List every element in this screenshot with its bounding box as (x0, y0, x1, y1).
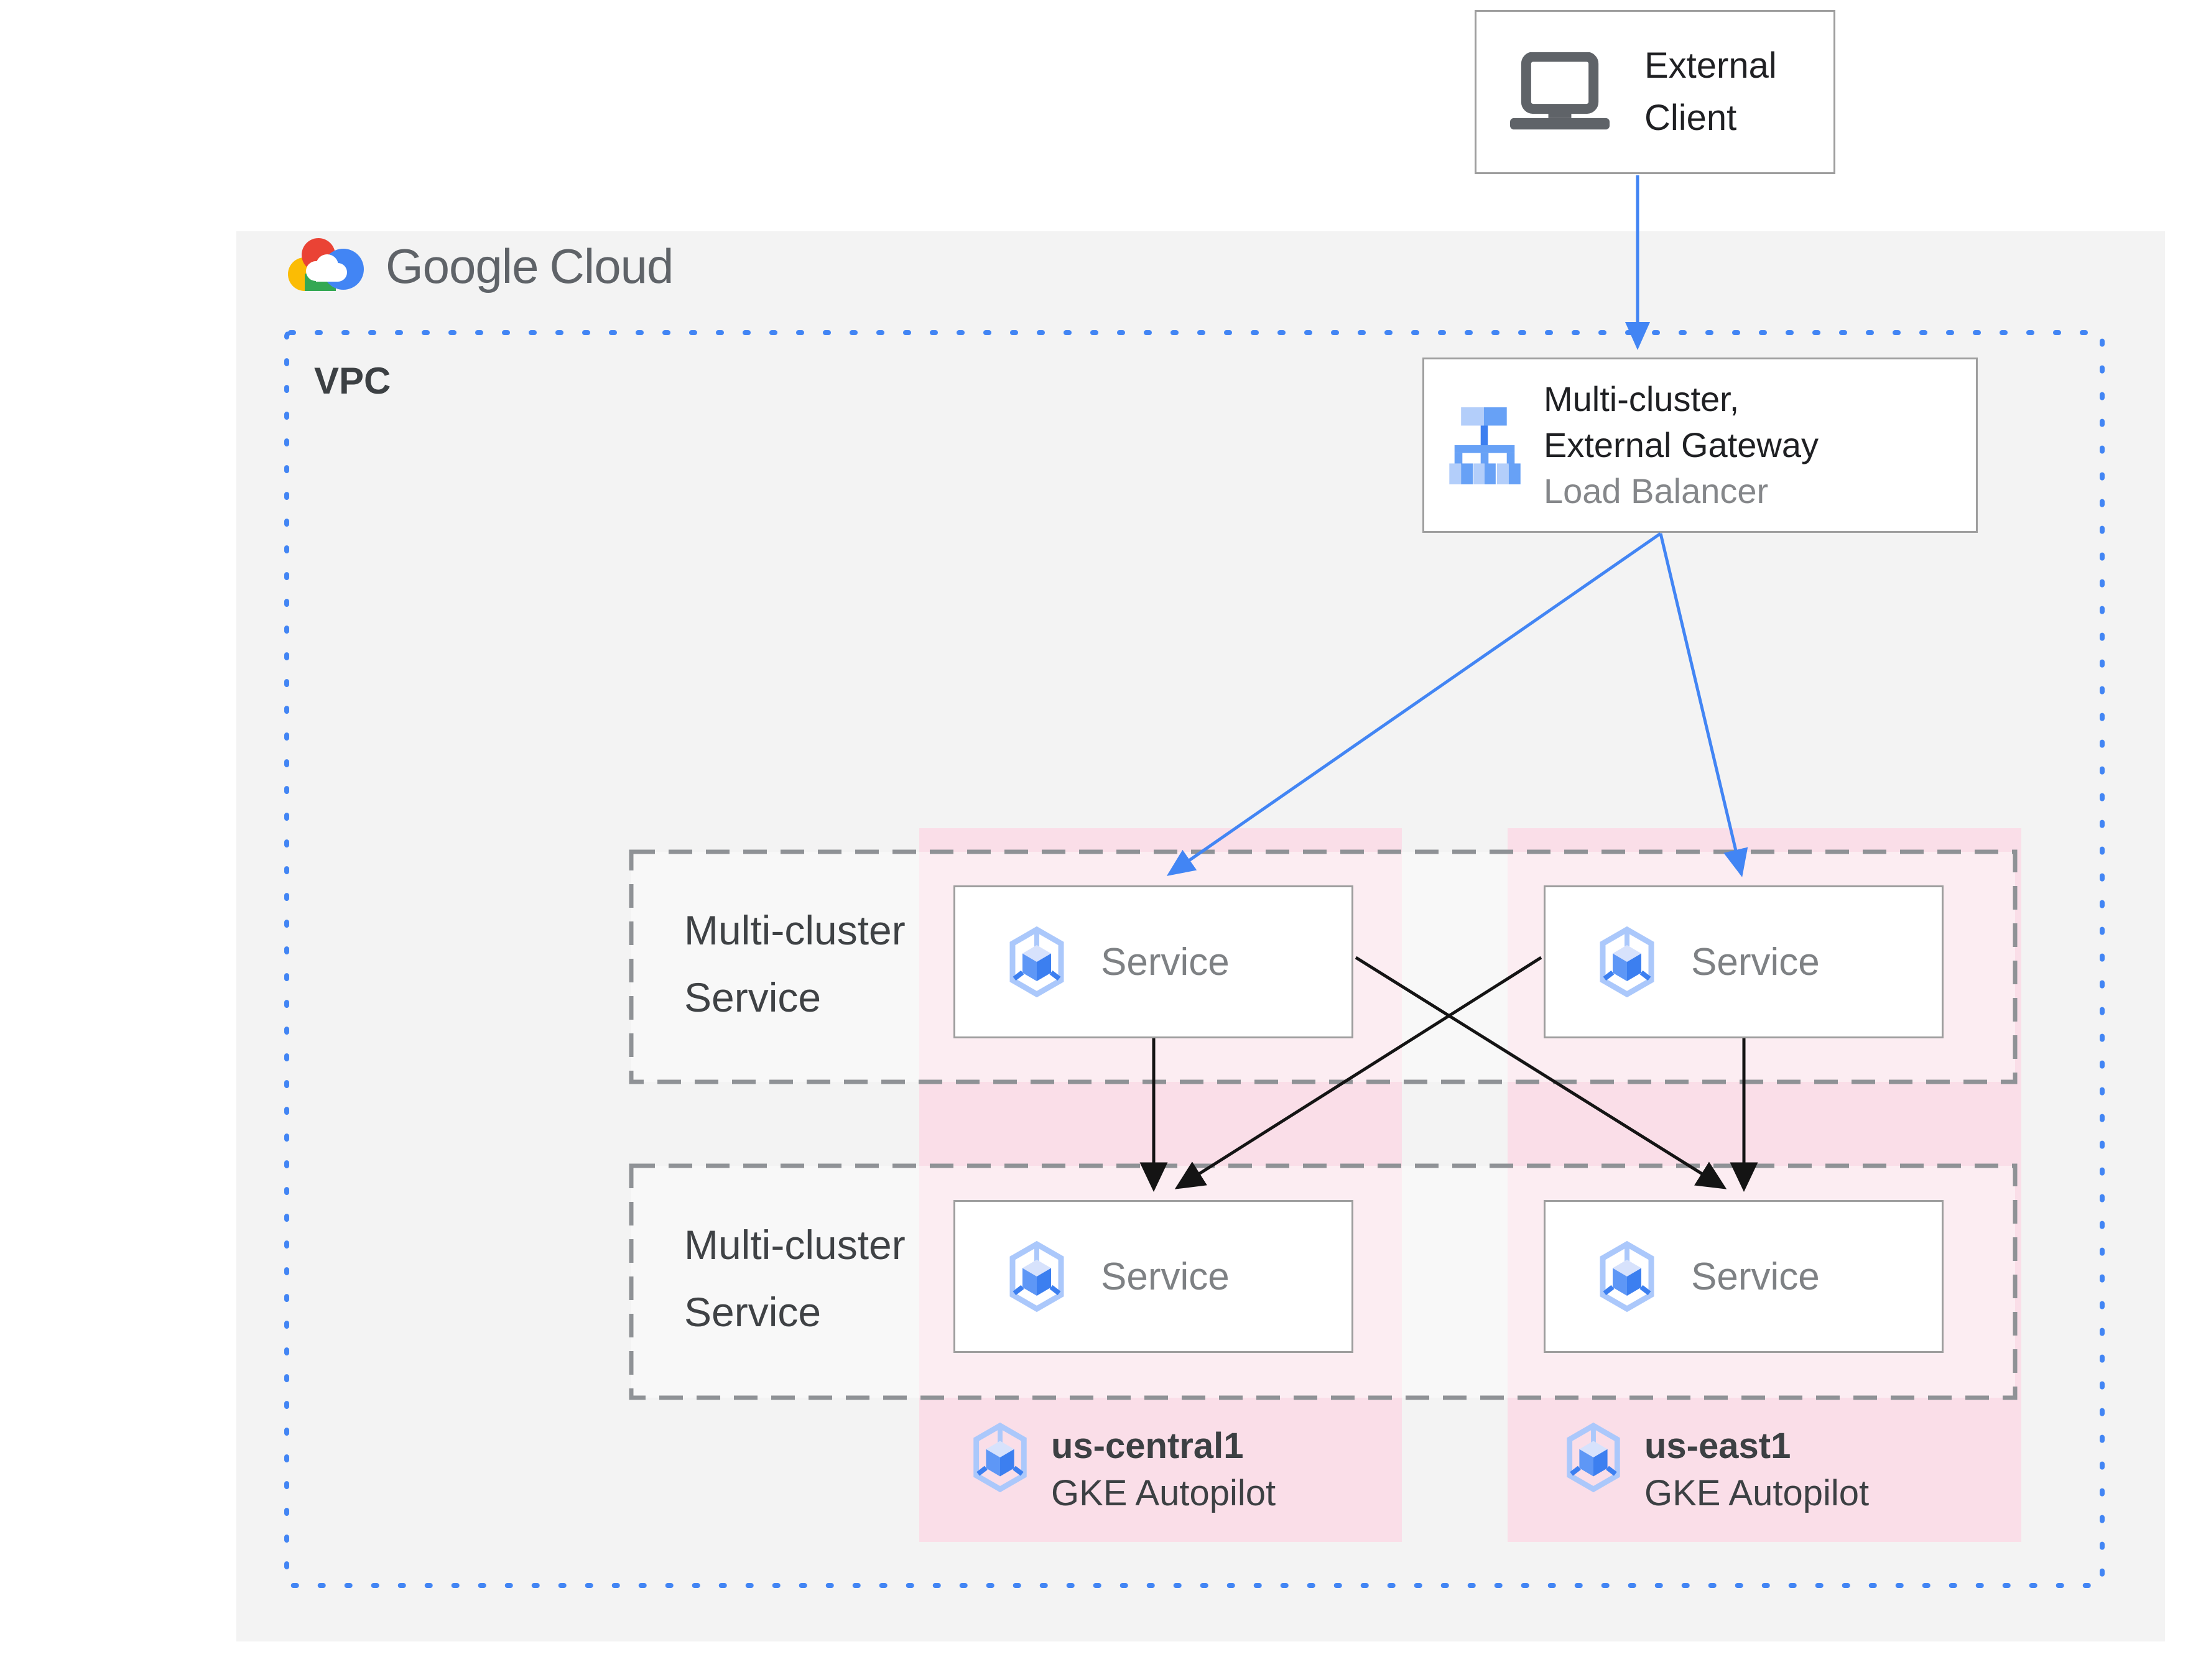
load-balancer-icon (1449, 407, 1521, 484)
gke-service-icon (1600, 926, 1654, 997)
row-1-label-line1: Multi-cluster (684, 907, 906, 953)
vpc-label: VPC (314, 360, 391, 402)
row-2-label-line1: Multi-cluster (684, 1222, 906, 1268)
cluster-region: us-central1 (1051, 1426, 1244, 1466)
gke-service-icon (1600, 1241, 1654, 1312)
load-balancer-node: Multi-cluster, External Gateway Load Bal… (1422, 358, 1978, 533)
service-node-bottom-left: Service (953, 1200, 1353, 1353)
cluster-label: us-east1 GKE Autopilot (1644, 1423, 1869, 1517)
cluster-platform: GKE Autopilot (1051, 1473, 1276, 1513)
row-2-label: Multi-cluster Service (684, 1211, 906, 1345)
external-client-line2: Client (1644, 98, 1737, 138)
service-label: Service (1101, 940, 1230, 984)
service-node-top-left: Service (953, 885, 1353, 1038)
external-client-node: External Client (1475, 10, 1835, 174)
cluster-platform: GKE Autopilot (1644, 1473, 1870, 1513)
service-node-bottom-right: Service (1544, 1200, 1944, 1353)
lb-title-line1: Multi-cluster, (1544, 379, 1740, 418)
laptop-icon (1510, 52, 1610, 130)
load-balancer-label: Multi-cluster, External Gateway Load Bal… (1544, 376, 1819, 514)
gke-cluster-icon (1567, 1423, 1620, 1492)
cluster-region: us-east1 (1644, 1426, 1791, 1466)
lb-subtitle: Load Balancer (1544, 471, 1769, 510)
logo-brand: Google (386, 238, 539, 293)
cluster-footer-us-east1: us-east1 GKE Autopilot (1562, 1423, 1869, 1517)
gke-service-icon (1009, 926, 1064, 997)
row-2-label-line2: Service (684, 1289, 822, 1335)
lb-title-line2: External Gateway (1544, 425, 1819, 464)
external-client-line1: External (1644, 45, 1777, 86)
gke-service-icon (1009, 1241, 1064, 1312)
row-1-label: Multi-cluster Service (684, 897, 906, 1031)
external-client-label: External Client (1644, 40, 1777, 144)
service-label: Service (1691, 1255, 1820, 1298)
gke-cluster-icon (973, 1423, 1027, 1492)
cluster-label: us-central1 GKE Autopilot (1051, 1423, 1276, 1517)
service-label: Service (1691, 940, 1820, 984)
row-1-label-line2: Service (684, 974, 822, 1020)
cluster-footer-us-central1: us-central1 GKE Autopilot (969, 1423, 1276, 1517)
service-node-top-right: Service (1544, 885, 1944, 1038)
service-label: Service (1101, 1255, 1230, 1298)
google-cloud-icon (288, 238, 364, 291)
logo-product: Cloud (549, 238, 674, 293)
